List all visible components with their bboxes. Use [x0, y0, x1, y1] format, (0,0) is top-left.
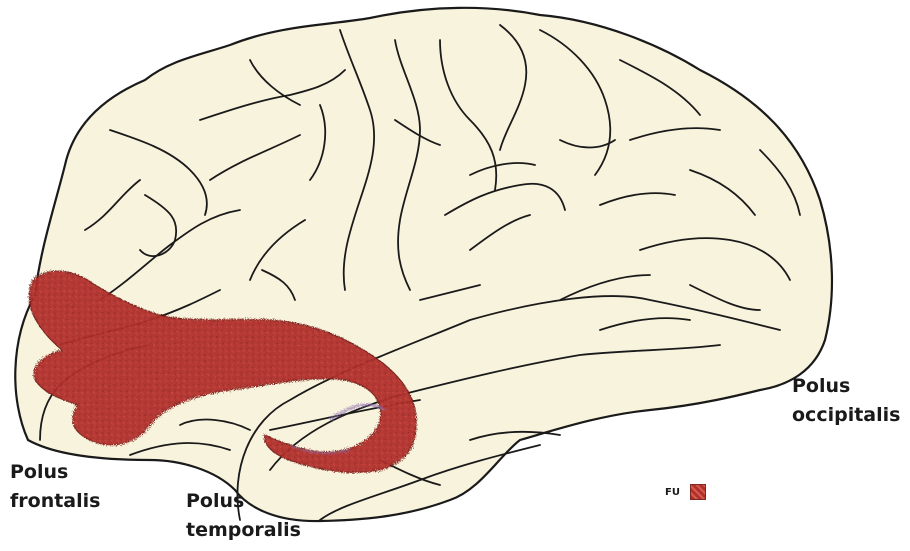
label-polus-occipitalis: Polus occipitalis — [792, 372, 900, 430]
label-line: Polus — [186, 487, 301, 516]
label-polus-temporalis: Polus temporalis — [186, 487, 301, 545]
label-line: occipitalis — [792, 401, 900, 430]
legend: FU — [665, 484, 706, 500]
label-polus-frontalis: Polus frontalis — [10, 458, 100, 516]
label-line: frontalis — [10, 487, 100, 516]
legend-swatch — [690, 484, 706, 500]
label-line: Polus — [792, 372, 900, 401]
label-line: temporalis — [186, 516, 301, 545]
brain-outline — [15, 8, 832, 521]
legend-label: FU — [665, 487, 680, 498]
label-line: Polus — [10, 458, 100, 487]
